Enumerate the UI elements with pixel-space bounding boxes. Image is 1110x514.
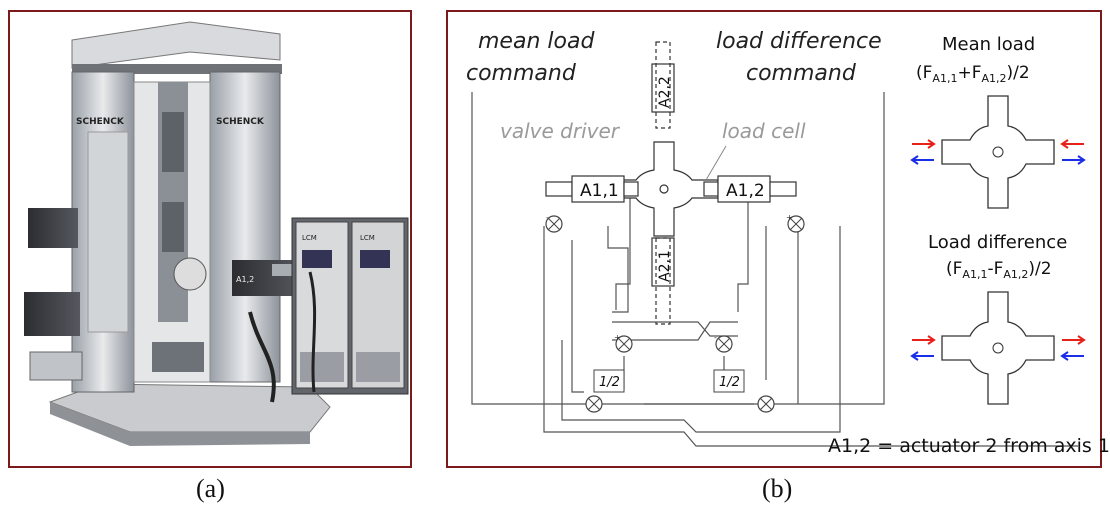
actuator-a12: A1,2 <box>726 181 765 201</box>
brand-label-2: SCHENCK <box>216 117 265 127</box>
mean-load-formula: (FA1,1+FA1,2)/2 <box>916 63 1030 85</box>
caption-a: (a) <box>196 474 225 503</box>
junction-sign-4: - <box>714 333 717 342</box>
machine-photo-panel: SCHENCK SCHENCK A1,2 LCM LCM <box>8 10 412 468</box>
junction-sign-3: + <box>614 333 621 342</box>
mean-load-command-line2: command <box>466 61 577 86</box>
half-gain-right: 1/2 <box>719 375 740 390</box>
control-schematic: mean load command load difference comman… <box>466 29 1110 457</box>
control-schematic-panel: mean load command load difference comman… <box>446 10 1110 468</box>
cabinet-label-1: LCM <box>302 234 317 242</box>
mean-load-title: Mean load <box>942 34 1035 55</box>
actuator-a11: A1,1 <box>580 181 619 201</box>
load-difference-title: Load difference <box>928 232 1067 253</box>
testing-machine-image: SCHENCK SCHENCK A1,2 LCM LCM <box>24 21 409 446</box>
brand-label: SCHENCK <box>76 117 125 127</box>
load-cell-label: load cell <box>722 119 806 143</box>
load-difference-command-line2: command <box>746 61 857 86</box>
junction-sign-2: + <box>786 213 793 222</box>
load-difference-command-line1: load difference <box>716 29 882 54</box>
actuator-a22: A2,2 <box>657 76 673 108</box>
actuator-legend: A1,2 = actuator 2 from axis 1 <box>828 435 1110 457</box>
load-difference-specimen <box>941 291 1055 405</box>
actuator-tag: A1,2 <box>236 275 254 284</box>
valve-driver-label: valve driver <box>500 119 621 143</box>
actuator-a21: A2,1 <box>657 250 673 282</box>
caption-b: (b) <box>762 474 793 503</box>
cabinet-label-2: LCM <box>360 234 375 242</box>
junction-sign-1: - <box>546 213 549 222</box>
mean-load-command-line1: mean load <box>478 29 595 54</box>
load-difference-formula: (FA1,1-FA1,2)/2 <box>946 259 1052 281</box>
mean-load-specimen <box>941 95 1055 209</box>
half-gain-left: 1/2 <box>599 375 620 390</box>
